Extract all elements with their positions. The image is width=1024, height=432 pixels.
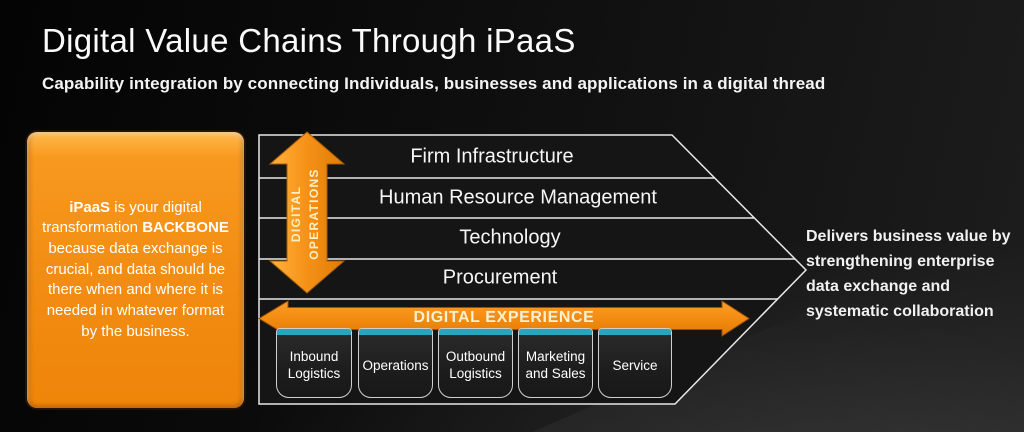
callout-segment-2: because data exchange is crucial, and da… [45,239,226,340]
primary-activity-label: Outbound Logistics [445,349,506,381]
row-label-technology: Technology [459,226,561,249]
teal-accent-bar [359,329,432,335]
teal-accent-bar [599,329,671,335]
ipaas-callout-box: iPaaS is your digital transformation BAC… [27,132,244,408]
outcome-note: Delivers business value by strengthening… [806,228,1011,320]
primary-activity-label: Service [612,357,658,373]
digital-experience-label: DIGITAL EXPERIENCE [413,309,595,326]
primary-activity-label: Operations [362,357,429,373]
primary-activity-label: Inbound Logistics [287,349,341,381]
primary-activity-box-operations: Operations [358,328,433,398]
slide-title: Digital Value Chains Through iPaaS [42,22,576,59]
callout-bold-ipaas: iPaaS [69,198,111,216]
row-label-human-resource-management: Human Resource Management [379,186,657,209]
row-label-firm-infrastructure: Firm Infrastructure [410,145,574,168]
digital-operations-arrow [268,131,346,294]
primary-activity-box-service: Service [598,328,672,398]
primary-activity-label: Marketing and Sales [525,349,586,381]
primary-activity-box-marketing-and-sales: Marketing and Sales [518,328,593,398]
row-label-procurement: Procurement [442,266,558,289]
ipaas-callout-text: iPaaS is your digital transformation BAC… [27,198,244,343]
teal-accent-bar [439,329,512,335]
slide-subtitle: Capability integration by connecting Ind… [42,74,826,93]
teal-accent-bar [519,329,592,335]
teal-accent-bar [277,329,351,335]
callout-bold-backbone: BACKBONE [142,219,229,237]
primary-activity-box-inbound-logistics: Inbound Logistics [276,328,352,398]
primary-activity-box-outbound-logistics: Outbound Logistics [438,328,513,398]
digital-operations-label-operations: OPERATIONS [307,168,321,260]
digital-operations-label-digital: DIGITAL [289,185,303,243]
callout-segment-1: is your digital transformation [42,198,202,237]
